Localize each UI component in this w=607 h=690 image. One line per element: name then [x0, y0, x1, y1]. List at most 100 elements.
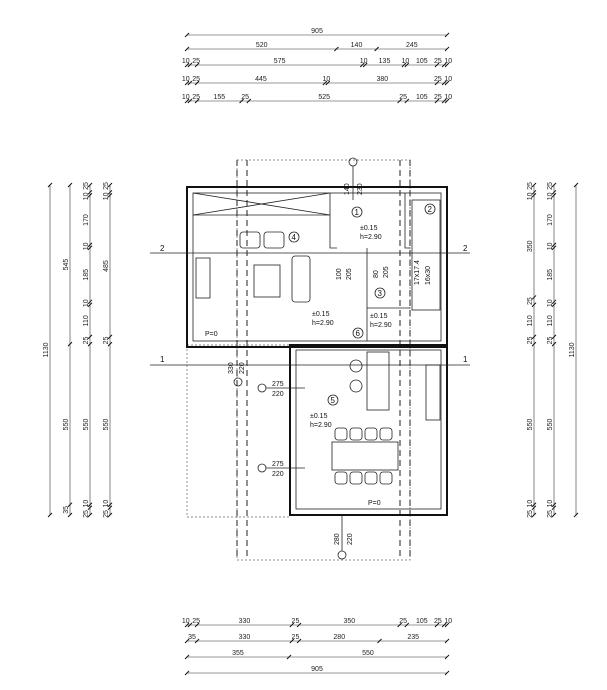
dimension-tick — [573, 512, 579, 518]
armchair — [263, 231, 285, 249]
dimension-tick — [107, 182, 113, 188]
dimension-tick — [531, 192, 537, 198]
dimension-tick — [551, 302, 557, 308]
dimension-label: 25 — [103, 337, 110, 345]
section-axes: 2 2 1 1 — [150, 244, 470, 366]
dimension-label: 550 — [63, 419, 70, 431]
room-marker — [352, 327, 364, 339]
dimension-tick — [67, 502, 73, 508]
dimension-tick — [87, 182, 93, 188]
room-number-5: 5 — [331, 396, 336, 405]
dimension-tick — [551, 341, 557, 347]
grid-lines — [186, 159, 411, 561]
dimension-label: 550 — [83, 419, 90, 431]
dimension-tick — [434, 80, 440, 86]
dimension-tick — [434, 62, 440, 68]
dimension-tick — [47, 512, 53, 518]
door-living-height: 205 — [346, 268, 353, 280]
dimension-tick — [184, 638, 190, 644]
dining-chair — [364, 427, 378, 441]
dimension-tick — [67, 341, 73, 347]
dimension-tick — [87, 299, 93, 305]
dimension-label: 10 — [527, 192, 534, 200]
elevation-level: ±0.15 — [370, 313, 388, 320]
dimension-label: 10 — [182, 76, 190, 83]
dimension-label: 445 — [255, 76, 267, 83]
dimension-tick — [441, 98, 447, 104]
staircase — [411, 199, 441, 311]
dimension-label: 10 — [83, 500, 90, 508]
dimension-label: 350 — [527, 240, 534, 252]
dimension-tick — [434, 98, 440, 104]
elevation-height: h=2.90 — [312, 320, 334, 327]
dimension-tick — [289, 622, 295, 628]
elevation-level: ±0.15 — [310, 413, 328, 420]
dimension-tick — [194, 80, 200, 86]
dimension-tick — [444, 670, 450, 676]
dimension-label: 25 — [83, 182, 90, 190]
dimension-label: 280 — [333, 634, 345, 641]
dimension-tick — [397, 622, 402, 628]
dimension-tick — [296, 638, 302, 644]
dimension-tick — [551, 299, 557, 305]
dimension-tick — [194, 622, 200, 628]
dimension-tick — [401, 62, 407, 68]
dimension-label: 25 — [103, 182, 110, 190]
dimension-tick — [531, 505, 537, 511]
room-number-6: 6 — [356, 329, 361, 338]
dining-chair — [334, 427, 348, 441]
elevation-height: h=2.90 — [360, 234, 382, 241]
dimension-label: 1130 — [43, 342, 50, 357]
dimension-label: 25 — [192, 58, 200, 65]
dimension-tick — [107, 334, 113, 340]
dimension-label: 10 — [401, 58, 409, 65]
dimension-label: 25 — [192, 94, 200, 101]
axis-label-2-left: 2 — [160, 244, 165, 253]
dimension-tick — [573, 182, 579, 188]
floor-level: P=0 — [368, 500, 381, 507]
dimension-tick — [374, 46, 379, 52]
furniture — [195, 199, 441, 485]
elevation-level: ±0.15 — [360, 225, 378, 232]
dimension-label: 350 — [343, 618, 355, 625]
dimension-tick — [184, 32, 190, 38]
dimension-tick — [441, 622, 447, 628]
dimension-tick — [87, 502, 93, 508]
dimension-label: 110 — [83, 315, 90, 326]
dimension-tick — [444, 80, 450, 86]
entry-height: 230 — [357, 183, 364, 195]
dimension-tick — [441, 62, 447, 68]
door-wc-width: 80 — [373, 270, 380, 278]
dimension-label: 110 — [547, 315, 554, 326]
dimension-tick — [434, 622, 440, 628]
dimension-tick — [531, 341, 537, 347]
dimension-tick — [107, 341, 113, 347]
stair-count: 16x30 — [425, 266, 432, 285]
dimension-label: 25 — [434, 94, 442, 101]
dimension-label: 550 — [527, 419, 534, 431]
dimension-label: 10 — [83, 242, 90, 250]
dimension-label: 25 — [292, 618, 300, 625]
dimension-label: 520 — [256, 42, 268, 49]
dimension-label: 10 — [444, 76, 452, 83]
terrace-door-marker — [337, 550, 347, 560]
dimension-label: 135 — [379, 58, 391, 65]
dimension-label: 105 — [416, 618, 428, 625]
dimension-label: 10 — [547, 242, 554, 250]
dimension-label: 10 — [182, 618, 190, 625]
dimension-tick — [322, 80, 328, 86]
dimension-tick — [531, 502, 537, 508]
dimension-tick — [325, 80, 331, 86]
axis-label-1-left: 1 — [160, 355, 165, 364]
dimension-label: 10 — [103, 192, 110, 200]
room-number-3: 3 — [378, 289, 383, 298]
dimension-label: 25 — [83, 510, 90, 518]
dimension-label: 155 — [213, 94, 225, 101]
dimension-tick — [187, 80, 193, 86]
dimension-label: 905 — [311, 666, 323, 673]
dimension-tick — [359, 62, 365, 68]
dimension-tick — [551, 334, 557, 340]
window-marker — [257, 463, 267, 473]
